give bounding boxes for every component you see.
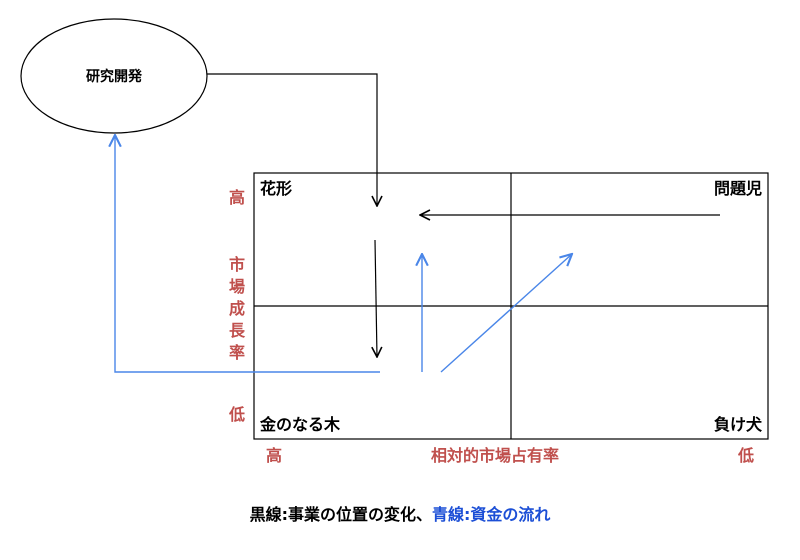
legend-caption: 黒線:事業の位置の変化、青線:資金の流れ — [0, 507, 800, 523]
legend-black-line-text: 黒線:事業の位置の変化、 — [249, 505, 432, 524]
arrow-star-to-cashcow — [375, 239, 377, 357]
y-axis-title: 市場成長率 — [228, 255, 245, 362]
arrow-cashcow-to-question — [440, 254, 572, 373]
x-axis-high-label: 高 — [266, 446, 283, 465]
x-axis-title: 相対的市場占有率 — [431, 446, 560, 465]
quadrant-dog-label: 負け犬 — [713, 415, 762, 434]
arrow-cashcow-to-rd — [115, 135, 380, 373]
y-axis-high-label: 高 — [229, 188, 246, 207]
arrow-rd-to-star — [207, 73, 377, 206]
legend-blue-line-text: 青線:資金の流れ — [432, 505, 551, 524]
rd-label: 研究開発 — [86, 69, 142, 85]
y-axis-low-label: 低 — [229, 405, 246, 424]
quadrant-question-mark-label: 問題児 — [713, 179, 762, 198]
x-axis-low-label: 低 — [738, 446, 755, 465]
quadrant-star-label: 花形 — [260, 179, 293, 198]
rd-ellipse — [20, 18, 208, 134]
quadrant-cash-cow-label: 金のなる木 — [260, 415, 341, 434]
